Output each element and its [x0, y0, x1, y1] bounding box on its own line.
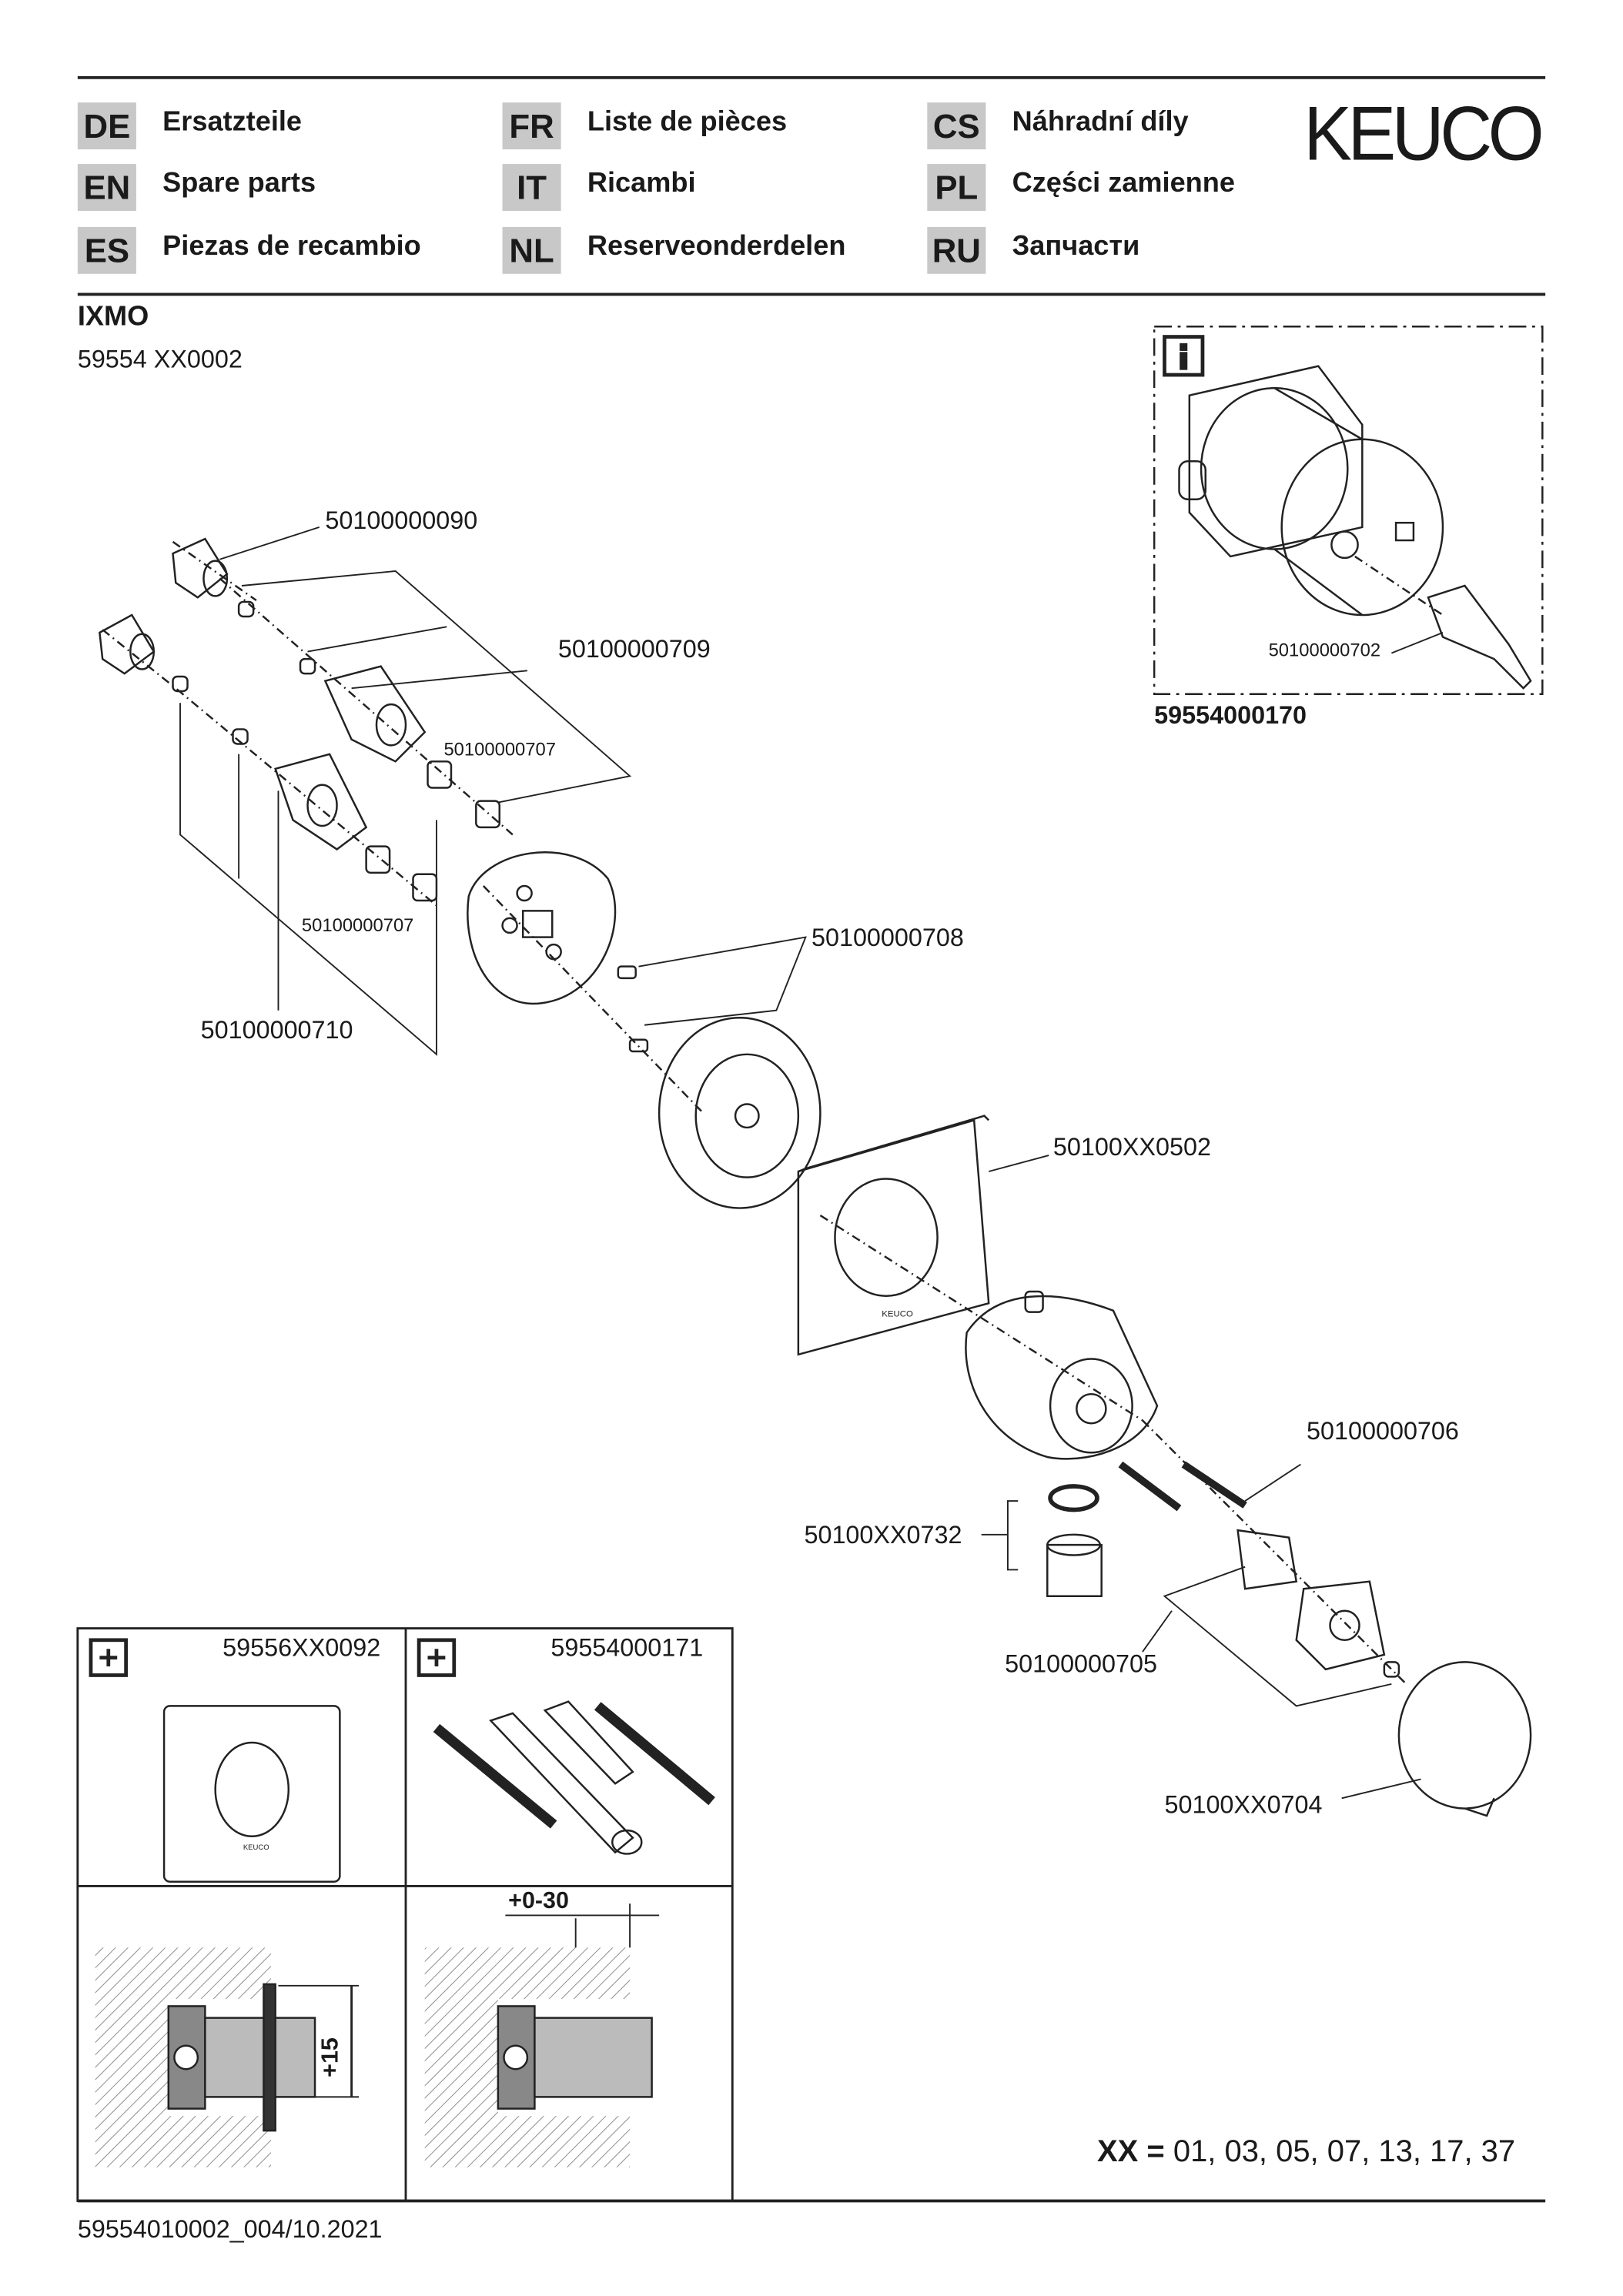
- dimension-left: +15: [318, 2037, 344, 2077]
- lang-label-it: Ricambi: [587, 168, 696, 199]
- product-name: IXMO: [77, 301, 149, 333]
- keuco-logo: KEUCO: [1303, 92, 1544, 178]
- installation-section-left: [95, 1947, 360, 2167]
- part-label-50100000705: 50100000705: [1005, 1650, 1158, 1679]
- part-label-50100000702: 50100000702: [1268, 640, 1381, 661]
- lang-label-nl: Reserveonderdelen: [587, 231, 846, 262]
- screws-drawing: [1118, 1461, 1301, 1512]
- plus-icon-right: [417, 1638, 457, 1677]
- dimension-right: +0-30: [508, 1889, 569, 1914]
- lang-code-de: DE: [77, 102, 136, 150]
- variant-prefix: XX =: [1096, 2134, 1165, 2169]
- part-label-50100XX0704: 50100XX0704: [1164, 1790, 1323, 1819]
- lang-label-de: Ersatzteile: [162, 106, 303, 138]
- mounting-plate-drawing: [467, 851, 807, 1114]
- lang-label-cs: Náhradní díly: [1012, 106, 1189, 138]
- accessory-label-right: 59554000171: [550, 1634, 704, 1663]
- header-rule: [77, 292, 1546, 296]
- plate-logo: KEUCO: [243, 1843, 269, 1853]
- plus-icon-left: [89, 1638, 128, 1677]
- part-label-50100XX0732: 50100XX0732: [804, 1521, 962, 1549]
- lang-label-fr: Liste de pièces: [587, 106, 788, 138]
- product-number: 59554 XX0002: [77, 345, 243, 374]
- lang-code-pl: PL: [927, 164, 986, 211]
- top-rule: [77, 75, 1546, 79]
- lang-label-ru: Запчасти: [1012, 231, 1140, 262]
- extension-plate-drawing: [162, 1705, 341, 1883]
- part-label-50100000090: 50100000090: [325, 506, 478, 535]
- footer-doc-number: 59554010002_004/10.2021: [77, 2215, 383, 2244]
- info-frame: [1153, 326, 1544, 696]
- part-label-50100000709: 50100000709: [557, 635, 711, 663]
- cover-plate-drawing: KEUCO: [797, 1115, 990, 1356]
- info-box-caption: 59554000170: [1154, 701, 1307, 730]
- extension-screws-drawing: [433, 1700, 715, 1855]
- lang-code-fr: FR: [502, 102, 561, 150]
- part-label-50100000706: 50100000706: [1307, 1417, 1459, 1445]
- lang-code-nl: NL: [502, 226, 561, 274]
- part-label-50100000710: 50100000710: [200, 1016, 353, 1044]
- lang-code-cs: CS: [927, 102, 986, 150]
- installation-section-right: [424, 1903, 660, 2167]
- bottom-rule: [77, 2199, 1546, 2203]
- part-label-50100XX0502: 50100XX0502: [1052, 1133, 1211, 1161]
- part-label-50100000707-lower: 50100000707: [301, 915, 414, 936]
- lang-code-ru: RU: [927, 226, 986, 274]
- lang-label-en: Spare parts: [162, 168, 316, 199]
- svg-text:KEUCO: KEUCO: [882, 1309, 913, 1318]
- part-label-50100000707-upper: 50100000707: [443, 739, 556, 760]
- part-label-50100000708: 50100000708: [811, 924, 964, 952]
- lang-label-es: Piezas de recambio: [162, 231, 421, 262]
- lang-code-es: ES: [77, 226, 136, 274]
- cartridge-parts: [981, 1419, 1407, 1707]
- variant-list: XX = 01, 03, 05, 07, 13, 17, 37: [1097, 2135, 1515, 2171]
- info-icon: [1163, 335, 1205, 377]
- flow-control-parts: [99, 537, 632, 1056]
- accessory-label-left: 59556XX0092: [223, 1634, 381, 1663]
- variant-values: 01, 03, 05, 07, 13, 17, 37: [1173, 2134, 1516, 2169]
- rosette-drawing: [658, 1017, 822, 1209]
- lang-code-it: IT: [502, 164, 561, 211]
- handle-knob-drawing: [1397, 1661, 1532, 1817]
- handle-housing-drawing: [819, 1215, 1159, 1460]
- lang-label-pl: Części zamienne: [1012, 168, 1235, 199]
- valve-body-drawing: [1178, 365, 1532, 690]
- lang-code-en: EN: [77, 164, 136, 211]
